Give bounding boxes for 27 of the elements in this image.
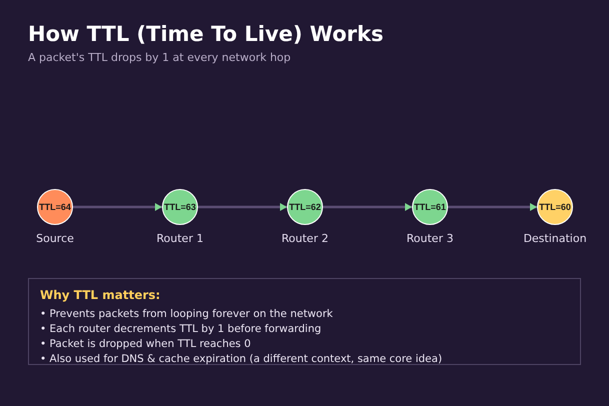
ttl-value: TTL=63 [164,202,196,212]
arrow [198,203,287,211]
hop-label: Destination [523,232,587,245]
hop-circle [37,189,73,225]
bullet-point: • Prevents packets from looping forever on the network [40,307,334,322]
arrow [323,203,412,211]
hop-circle [162,189,198,225]
hop-label: Source [36,232,74,245]
hop-label: Router 2 [282,232,328,245]
subtitle: A packet's TTL drops by 1 at every network hop [28,51,291,64]
panel-heading: Why TTL matters: [40,288,162,302]
hop-label: Router 3 [406,232,454,245]
bullet-point: • Packet is dropped when TTL reaches 0 [40,337,252,352]
bullet-point: • Also used for DNS & cache expiration (a different context, same core idea) [40,352,444,367]
ttl-value: TTL=62 [289,202,321,212]
arrow [448,203,537,211]
hop-circle [412,189,448,225]
info-panel [28,278,581,365]
ttl-value: TTL=60 [539,202,571,212]
hop-circle [287,189,323,225]
hop-circle [537,189,573,225]
title: How TTL (Time To Live) Works [28,22,384,46]
ttl-value: TTL=64 [39,202,71,212]
hop-label: Router 1 [156,232,204,245]
bullet-point: • Each router decrements TTL by 1 before forwarding [40,322,322,337]
arrow [73,203,162,211]
ttl-value: TTL=61 [414,202,446,212]
